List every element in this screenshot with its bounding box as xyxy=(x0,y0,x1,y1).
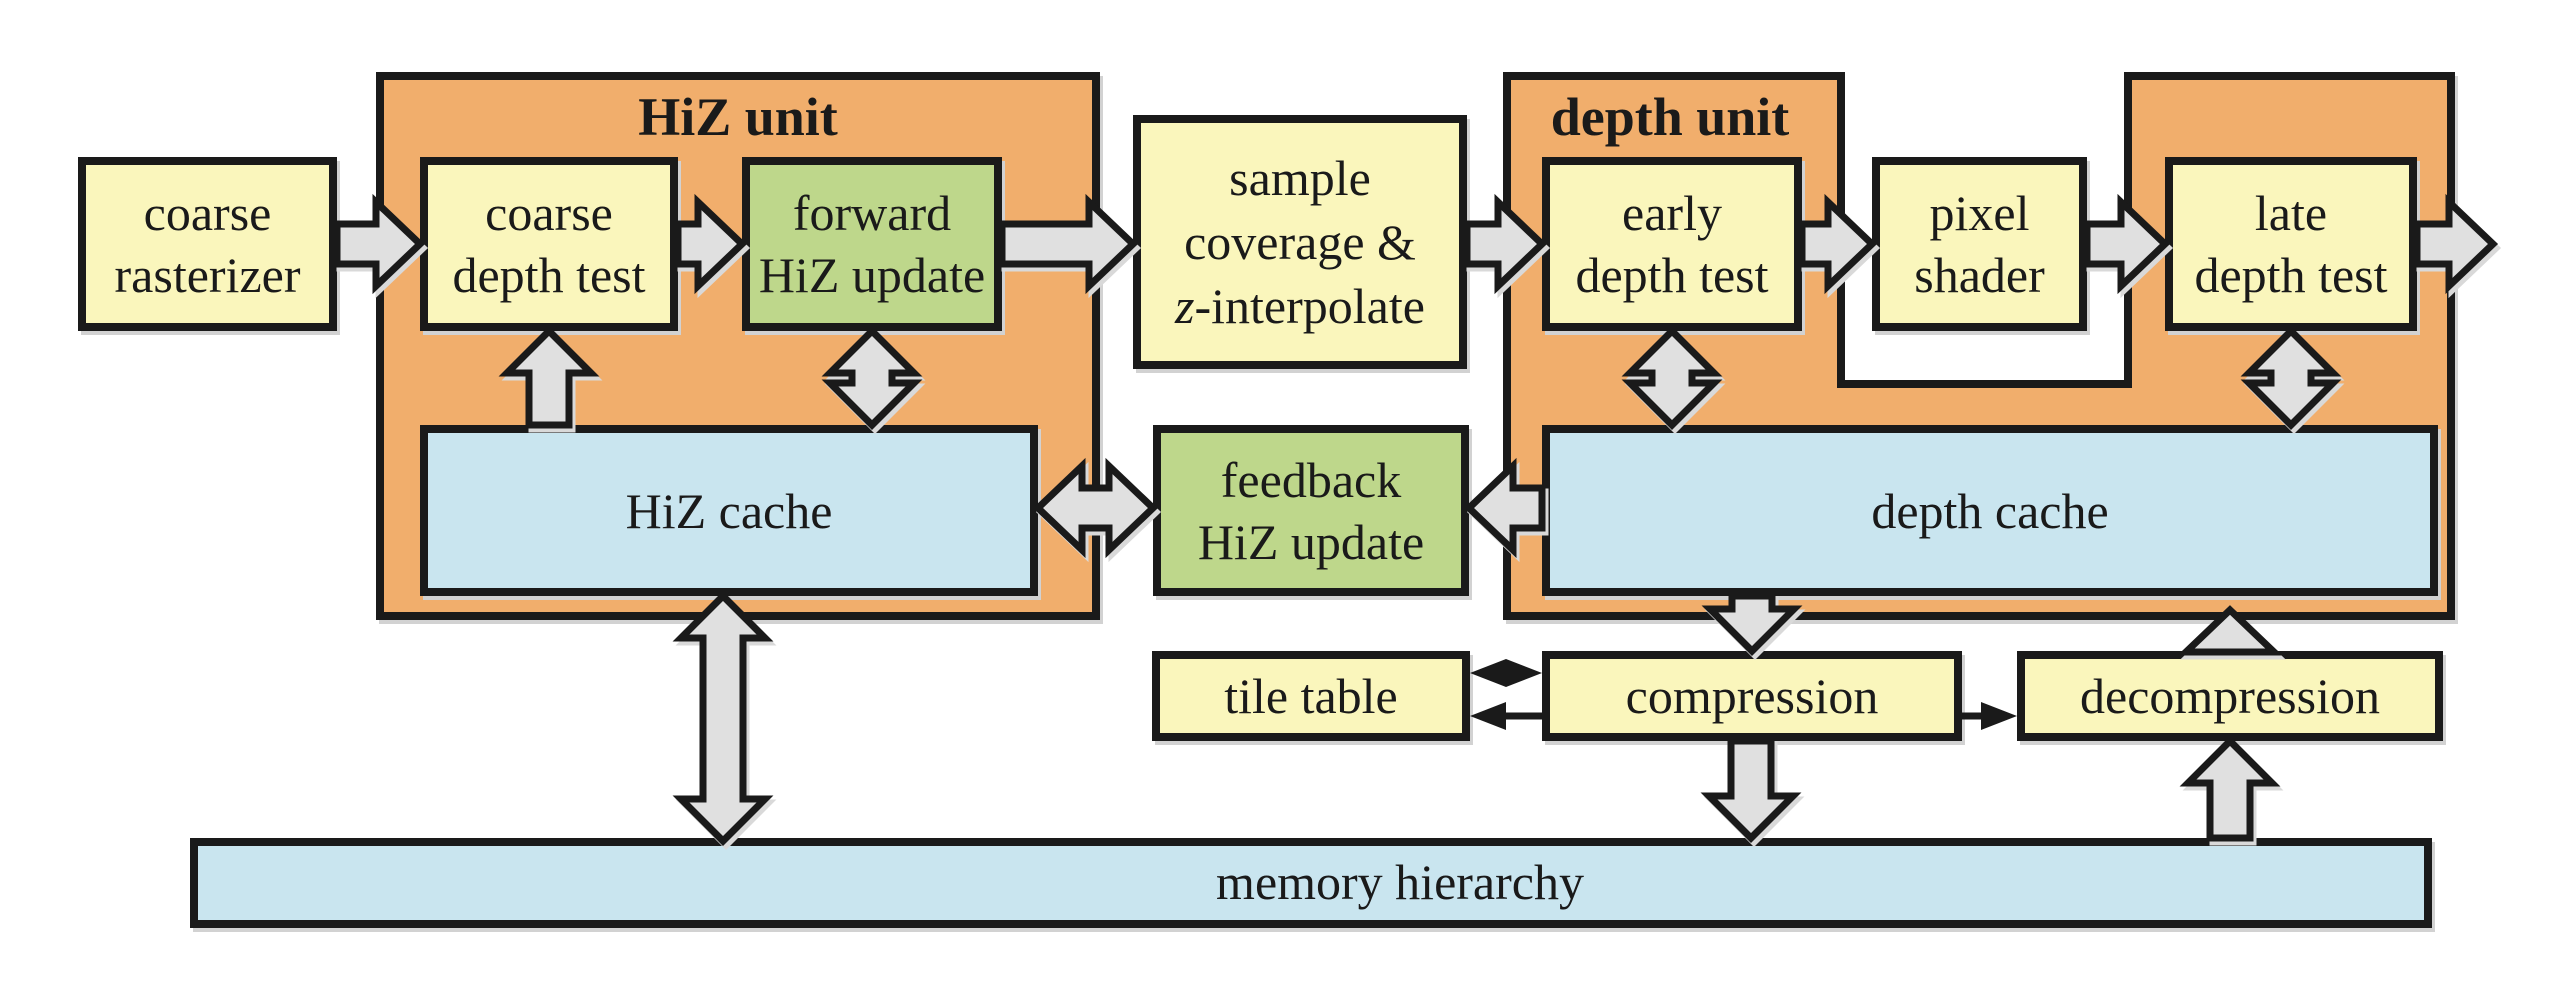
box-label: z-interpolate xyxy=(1175,274,1425,338)
arrow-hiz-unit-memory-bidir xyxy=(672,591,774,846)
z-italic: z xyxy=(1175,278,1195,334)
box-label: early xyxy=(1622,185,1722,241)
box-sample-coverage-z-interpolate: sample coverage & z-interpolate xyxy=(1133,115,1467,369)
box-label: tile table xyxy=(1224,668,1398,724)
box-feedback-hiz-update: feedback HiZ update xyxy=(1153,425,1469,596)
box-label: compression xyxy=(1625,668,1879,724)
box-compression: compression xyxy=(1542,651,1962,741)
box-label: memory hierarchy xyxy=(1216,853,1584,910)
box-label: forward xyxy=(792,185,952,241)
box-label: depth test xyxy=(452,247,646,303)
box-label: depth test xyxy=(1575,247,1769,303)
arrow-memory-to-decompression xyxy=(2179,736,2281,842)
arrow-tile-table-compression-bidir xyxy=(1470,659,1542,687)
box-late-depth-test: late depth test xyxy=(2165,157,2417,331)
box-label: HiZ cache xyxy=(625,482,833,539)
arrow-compression-to-decompression xyxy=(1962,702,2017,730)
interpolate-text: -interpolate xyxy=(1194,278,1425,334)
box-label: HiZ update xyxy=(1197,513,1425,570)
box-label: depth test xyxy=(2194,247,2388,303)
box-label: coverage & xyxy=(1184,214,1416,270)
box-memory-hierarchy: memory hierarchy xyxy=(190,838,2432,928)
box-label: late xyxy=(2254,185,2328,241)
box-label: rasterizer xyxy=(114,247,301,303)
box-hiz-cache: HiZ cache xyxy=(420,425,1038,596)
box-label: coarse xyxy=(143,185,272,241)
box-decompression: decompression xyxy=(2017,651,2443,741)
box-label: sample xyxy=(1229,150,1371,206)
box-depth-cache: depth cache xyxy=(1542,425,2438,596)
box-coarse-rasterizer: coarse rasterizer xyxy=(78,157,337,331)
box-forward-hiz-update: forward HiZ update xyxy=(742,157,1002,331)
box-label: HiZ update xyxy=(758,247,986,303)
box-label: shader xyxy=(1914,247,2045,303)
box-label: depth cache xyxy=(1871,482,2109,539)
box-label: feedback xyxy=(1220,451,1402,508)
box-label: decompression xyxy=(2080,668,2380,724)
box-tile-table: tile table xyxy=(1152,651,1470,741)
box-pixel-shader: pixel shader xyxy=(1872,157,2087,331)
box-coarse-depth-test: coarse depth test xyxy=(420,157,678,331)
box-label: coarse xyxy=(485,185,613,241)
box-early-depth-test: early depth test xyxy=(1542,157,1802,331)
box-label: pixel xyxy=(1929,185,2030,241)
arrow-compression-to-tile-table xyxy=(1470,702,1542,730)
arrow-compression-to-memory xyxy=(1700,737,1802,843)
